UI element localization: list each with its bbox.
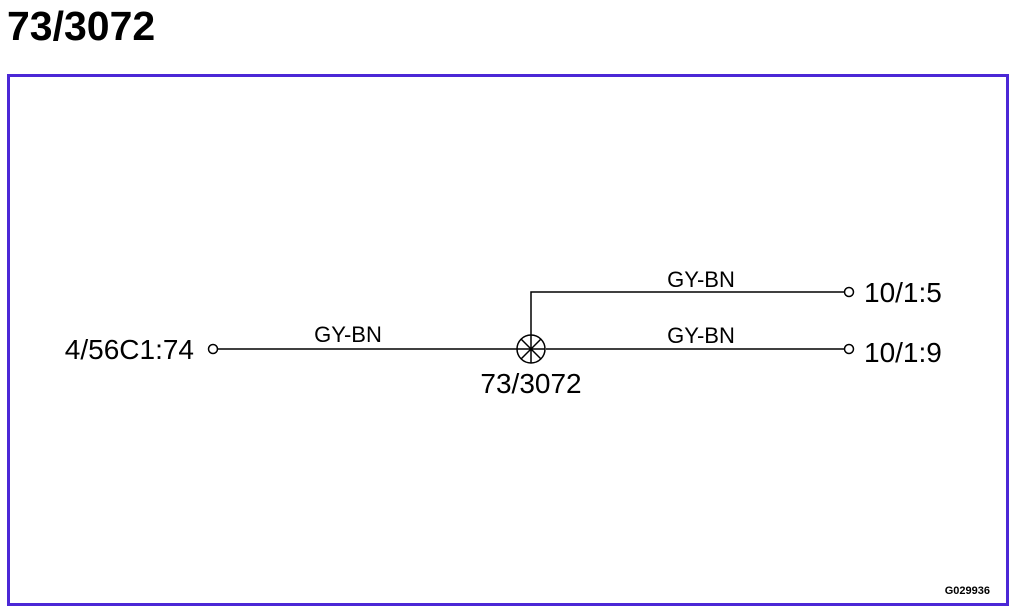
terminal-left-label: 4/56C1:74	[65, 334, 194, 365]
terminal-left-icon	[207, 343, 219, 355]
splice-label: 73/3072	[480, 368, 581, 399]
wire-left-label: GY-BN	[314, 322, 382, 347]
wire-splice-to-top	[530, 291, 844, 335]
terminal-right-top-label: 10/1:5	[864, 277, 942, 308]
figure-code: G029936	[945, 585, 990, 597]
page-title: 73/3072	[7, 3, 156, 49]
diagram-frame	[7, 74, 1009, 606]
terminal-right-bottom-icon	[843, 343, 855, 355]
terminal-right-bottom-label: 10/1:9	[864, 337, 942, 368]
wire-top-label: GY-BN	[667, 267, 735, 292]
terminal-right-top-icon	[843, 286, 855, 298]
wire-bottom-label: GY-BN	[667, 323, 735, 348]
splice-circle-x-icon	[516, 334, 546, 364]
